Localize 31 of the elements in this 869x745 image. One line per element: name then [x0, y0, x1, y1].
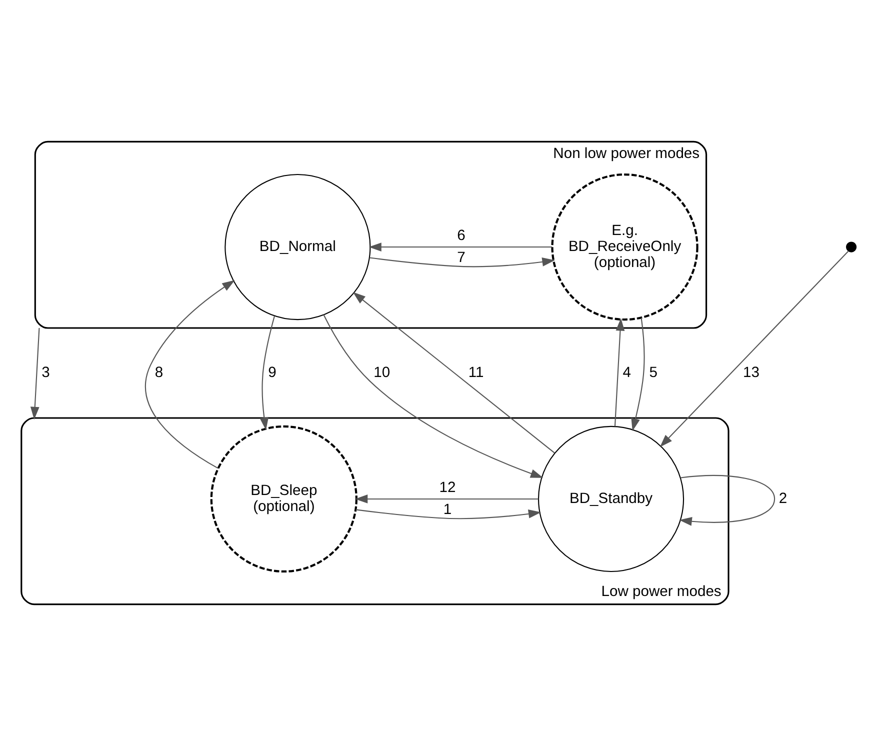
arrow: [356, 508, 542, 519]
node-circle: BD_Normal: [224, 174, 371, 320]
edge-label: 13: [743, 364, 760, 380]
arrow: [368, 242, 552, 251]
arrow: [354, 494, 538, 503]
node-circle: E.g. BD_ReceiveOnly (optional): [551, 172, 698, 320]
edge-label: 2: [778, 490, 788, 506]
arrow: [260, 315, 276, 430]
edge-label: 12: [439, 479, 456, 496]
edge-label: 7: [457, 250, 466, 266]
edge-label: 4: [622, 364, 632, 380]
arrow: [30, 327, 40, 420]
arrow: [323, 314, 544, 478]
arrow: [614, 318, 625, 426]
edge-label: 3: [42, 364, 50, 380]
arrow: [145, 280, 235, 468]
edge-label: 5: [649, 364, 658, 380]
node-circle: [846, 241, 857, 252]
edge-label: 6: [457, 227, 466, 244]
arrow: [660, 250, 849, 447]
edge-label: 1: [443, 502, 452, 518]
edge-label: 8: [154, 364, 164, 380]
node-circle: BD_Standby: [538, 425, 684, 572]
arrow: [370, 256, 555, 267]
edge-label: 9: [268, 364, 276, 380]
arrow: [679, 474, 776, 526]
edge-label: 10: [374, 364, 390, 380]
node-circle: BD_Sleep (optional): [210, 424, 358, 572]
arrow: [352, 292, 555, 453]
arrow: [631, 317, 645, 431]
edge-label: 11: [468, 364, 484, 380]
